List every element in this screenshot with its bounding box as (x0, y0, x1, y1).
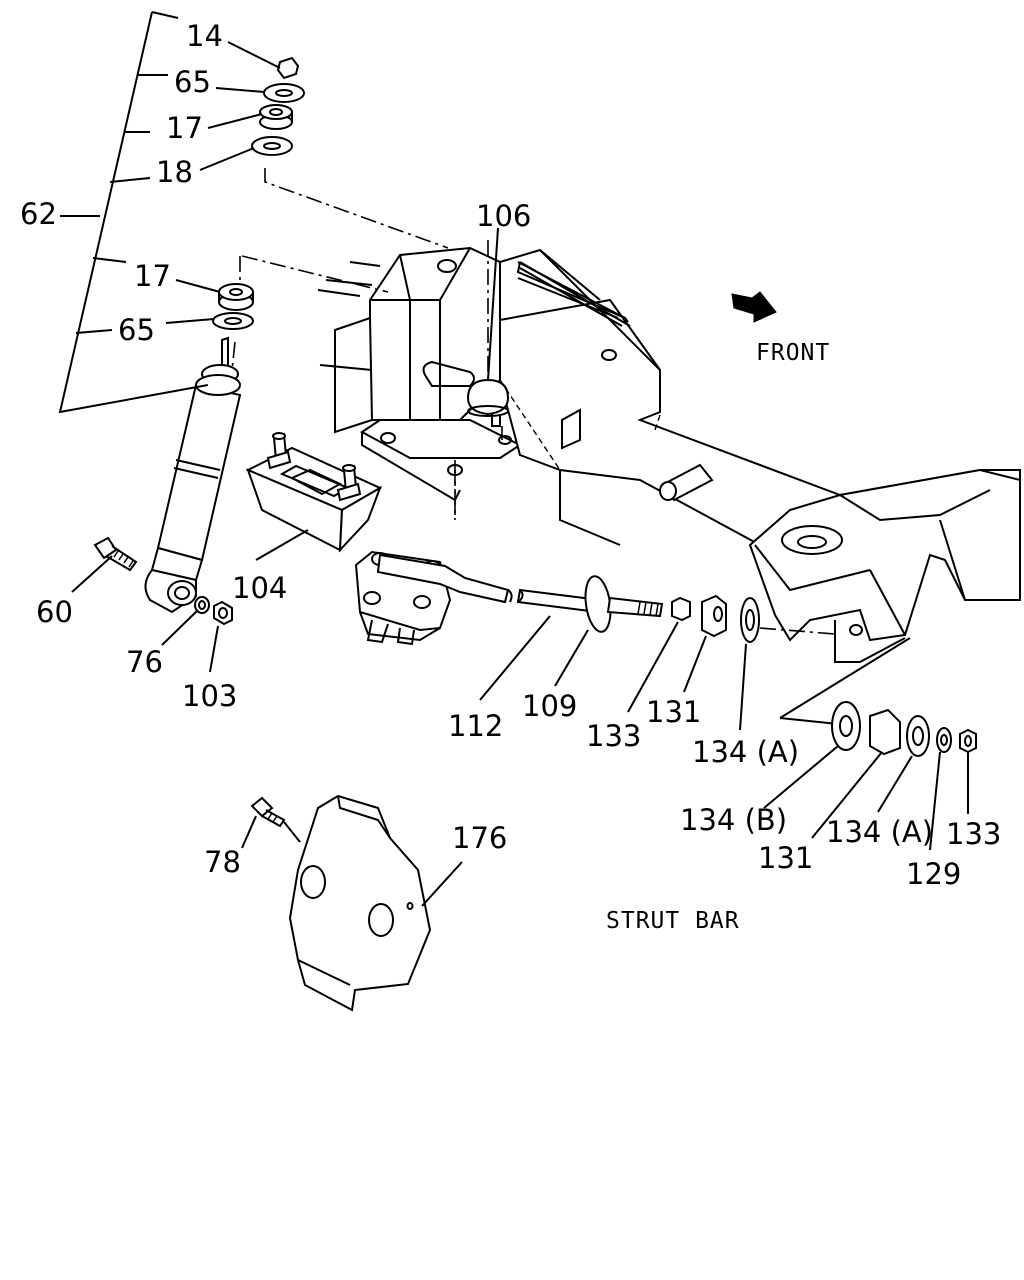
leader-lines (58, 11, 969, 907)
bump-bracket-104 (245, 432, 383, 553)
bolt-78 (250, 796, 286, 828)
callout-176: 176 (452, 821, 507, 855)
callout-18: 18 (156, 155, 193, 189)
strut-bar-assembly (354, 470, 977, 757)
bolt-60 (93, 536, 138, 572)
front-direction-arrow-icon (731, 291, 777, 323)
frame-crossmember (317, 246, 1021, 663)
bushing-17-lower (218, 283, 254, 311)
callout-17: 17 (166, 111, 203, 145)
callout-109: 109 (522, 689, 577, 723)
callout-129: 129 (906, 857, 961, 891)
callout-65-lower: 65 (118, 313, 155, 347)
strut-bar-caption: STRUT BAR (606, 908, 740, 934)
callout-65: 65 (174, 65, 211, 99)
callout-131-lower: 131 (758, 841, 813, 875)
callout-103: 103 (182, 679, 237, 713)
splash-guard-176 (288, 794, 432, 1012)
callout-134a: 134 (A) (692, 735, 799, 769)
callout-131: 131 (646, 695, 701, 729)
callout-14: 14 (186, 19, 223, 53)
callout-133-lower: 133 (946, 817, 1001, 851)
bushing-17-upper (259, 104, 293, 130)
assembly-guide-lines (231, 168, 503, 520)
callout-78: 78 (204, 845, 241, 879)
callout-62: 62 (20, 197, 57, 231)
washer-65-lower (212, 312, 254, 330)
callout-60: 60 (36, 595, 73, 629)
washer-65-upper (263, 83, 305, 103)
callout-106: 106 (476, 199, 531, 233)
upper-nut-14 (276, 56, 300, 80)
bump-stopper-part (466, 378, 512, 445)
shock-absorber-part (144, 56, 305, 614)
washer-18 (251, 136, 293, 156)
front-caption: FRONT (756, 340, 830, 366)
callout-133: 133 (586, 719, 641, 753)
callout-labels: 14 65 17 18 62 17 65 106 60 104 76 103 1… (20, 19, 1001, 891)
callout-17-lower: 17 (134, 259, 171, 293)
callout-76: 76 (126, 645, 163, 679)
callout-134a-lower: 134 (A) (826, 815, 933, 849)
captions: FRONT STRUT BAR (606, 340, 830, 934)
washer-76 (194, 596, 210, 614)
callout-112: 112 (448, 709, 503, 743)
nut-103 (213, 600, 233, 626)
callout-104: 104 (232, 571, 287, 605)
callout-134b: 134 (B) (680, 803, 787, 837)
